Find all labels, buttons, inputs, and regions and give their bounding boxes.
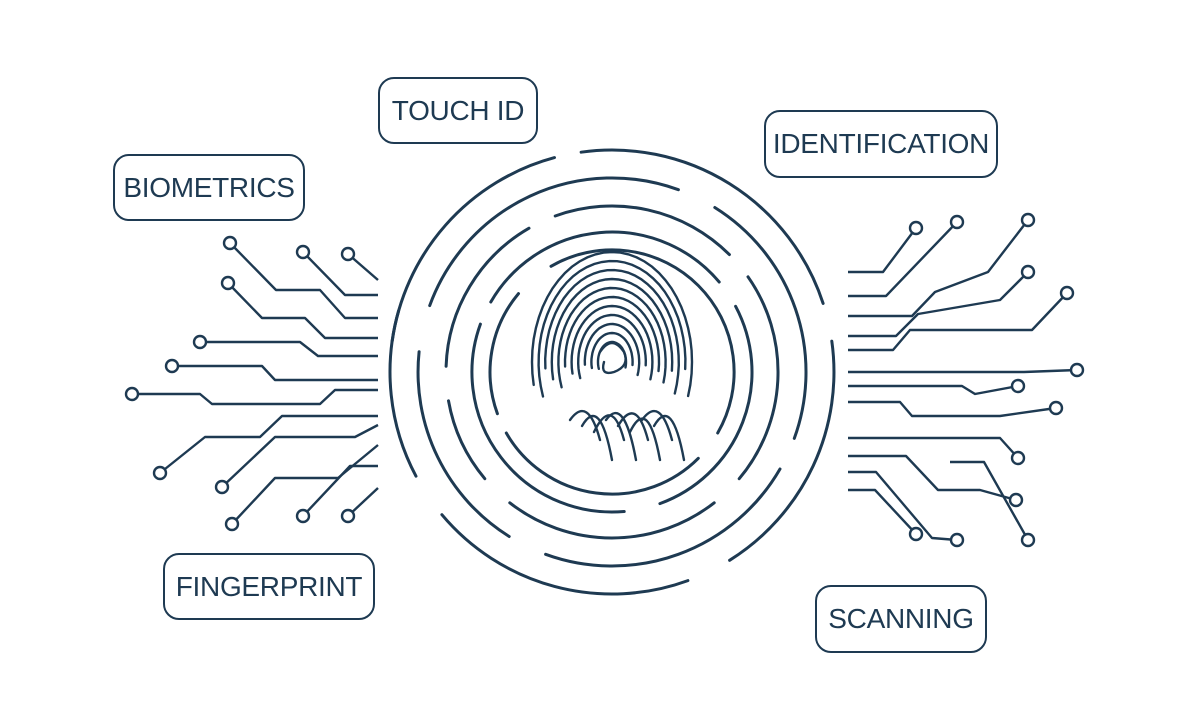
- scan-ring-arc: [390, 156, 556, 343]
- circuit-node: [1020, 212, 1036, 228]
- scan-ring-arc: [440, 513, 690, 596]
- label-fingerprint: FINGERPRINT: [163, 553, 375, 620]
- circuit-trace: [848, 488, 917, 535]
- circuit-trace: [848, 221, 958, 298]
- scan-ring-arc: [428, 176, 680, 308]
- scan-ring-arc: [737, 275, 780, 481]
- circuit-node: [908, 220, 924, 236]
- circuit-node: [124, 386, 140, 402]
- circuit-node: [1059, 285, 1075, 301]
- circuit-trace: [221, 423, 379, 488]
- fingerprint-core: [598, 341, 627, 375]
- fingerprint-ridge: [557, 286, 667, 389]
- fingerprint-ridge: [563, 295, 661, 373]
- scan-ring-arc: [728, 339, 836, 562]
- circuit-trace: [848, 384, 1019, 396]
- fingerprint-ridge: [570, 304, 654, 381]
- circuit-node: [214, 479, 230, 495]
- scan-ring-arc: [579, 148, 825, 305]
- scan-ring-arc: [444, 226, 531, 368]
- fingerprint-ridge: [583, 322, 641, 377]
- fingerprint-ridge: [537, 259, 687, 398]
- circuit-trace: [848, 368, 1078, 374]
- circuit-lines-right: [848, 212, 1085, 548]
- scan-ring-arc: [388, 309, 418, 478]
- circuit-node: [1020, 532, 1036, 548]
- scan-ring-arc: [488, 292, 520, 416]
- circuit-node: [1020, 264, 1036, 280]
- circuit-node: [1069, 362, 1085, 378]
- scan-ring-arc: [713, 206, 808, 440]
- circuit-node: [340, 246, 356, 262]
- circuit-trace: [848, 227, 917, 274]
- fingerprint-ridge: [543, 268, 681, 395]
- circuit-node: [1008, 492, 1024, 508]
- circuit-trace: [227, 282, 378, 340]
- circuit-node: [220, 275, 236, 291]
- circuit-trace: [229, 242, 378, 320]
- label-scanning: SCANNING: [815, 585, 987, 653]
- scan-ring-arc: [489, 230, 721, 304]
- circuit-node: [222, 235, 238, 251]
- circuit-trace: [848, 219, 1029, 318]
- circuit-node: [949, 214, 965, 230]
- circuit-trace: [950, 460, 1030, 541]
- scan-rings: [388, 148, 836, 596]
- fingerprint-ridge: [576, 313, 648, 380]
- fingerprint-ridge: [530, 250, 694, 398]
- circuit-trace: [302, 251, 378, 297]
- circuit-trace: [302, 464, 378, 517]
- fingerprint-ridge: [640, 409, 674, 442]
- circuit-trace: [231, 444, 379, 525]
- fingerprint-ridge: [580, 414, 614, 462]
- scan-ring-arc: [553, 204, 731, 257]
- scan-ring-arc: [549, 248, 736, 435]
- circuit-node: [164, 358, 180, 374]
- circuit-trace: [132, 388, 378, 406]
- circuit-node: [1010, 378, 1026, 394]
- label-identification: IDENTIFICATION: [764, 110, 998, 178]
- circuit-node: [295, 508, 311, 524]
- circuit-node: [340, 508, 356, 524]
- scan-ring-arc: [447, 399, 487, 481]
- circuit-node: [192, 334, 208, 350]
- fingerprint-ridge: [568, 409, 602, 442]
- fingerprint-ridge: [590, 331, 634, 370]
- fingerprint-ridge: [550, 277, 674, 381]
- circuit-node: [1010, 450, 1026, 466]
- circuit-lines-left: [124, 235, 379, 532]
- fingerprint-ridge: [652, 414, 686, 462]
- circuit-node: [949, 532, 965, 548]
- circuit-trace: [848, 454, 1017, 502]
- circuit-trace: [848, 400, 1057, 418]
- label-touch-id: TOUCH ID: [378, 77, 538, 144]
- circuit-trace: [159, 414, 378, 474]
- circuit-trace: [200, 340, 378, 358]
- circuit-node: [295, 244, 311, 260]
- circuit-trace: [848, 292, 1068, 352]
- circuit-node: [908, 526, 924, 542]
- fingerprint-icon: [530, 250, 694, 462]
- label-biometrics: BIOMETRICS: [113, 154, 305, 221]
- circuit-trace: [848, 470, 958, 542]
- scan-ring-arc: [544, 467, 782, 568]
- scan-ring-arc: [470, 322, 626, 514]
- scan-ring-arc: [658, 304, 754, 506]
- scan-ring-arc: [504, 431, 700, 496]
- circuit-node: [224, 516, 240, 532]
- circuit-trace: [848, 436, 1019, 459]
- circuit-trace: [172, 364, 378, 382]
- circuit-trace: [848, 271, 1029, 338]
- scan-ring-arc: [508, 501, 716, 540]
- fingerprint-ridge: [628, 417, 662, 462]
- circuit-node: [152, 465, 168, 481]
- fingerprint-ridge: [616, 412, 650, 442]
- circuit-node: [1048, 400, 1064, 416]
- scan-ring-arc: [416, 350, 511, 538]
